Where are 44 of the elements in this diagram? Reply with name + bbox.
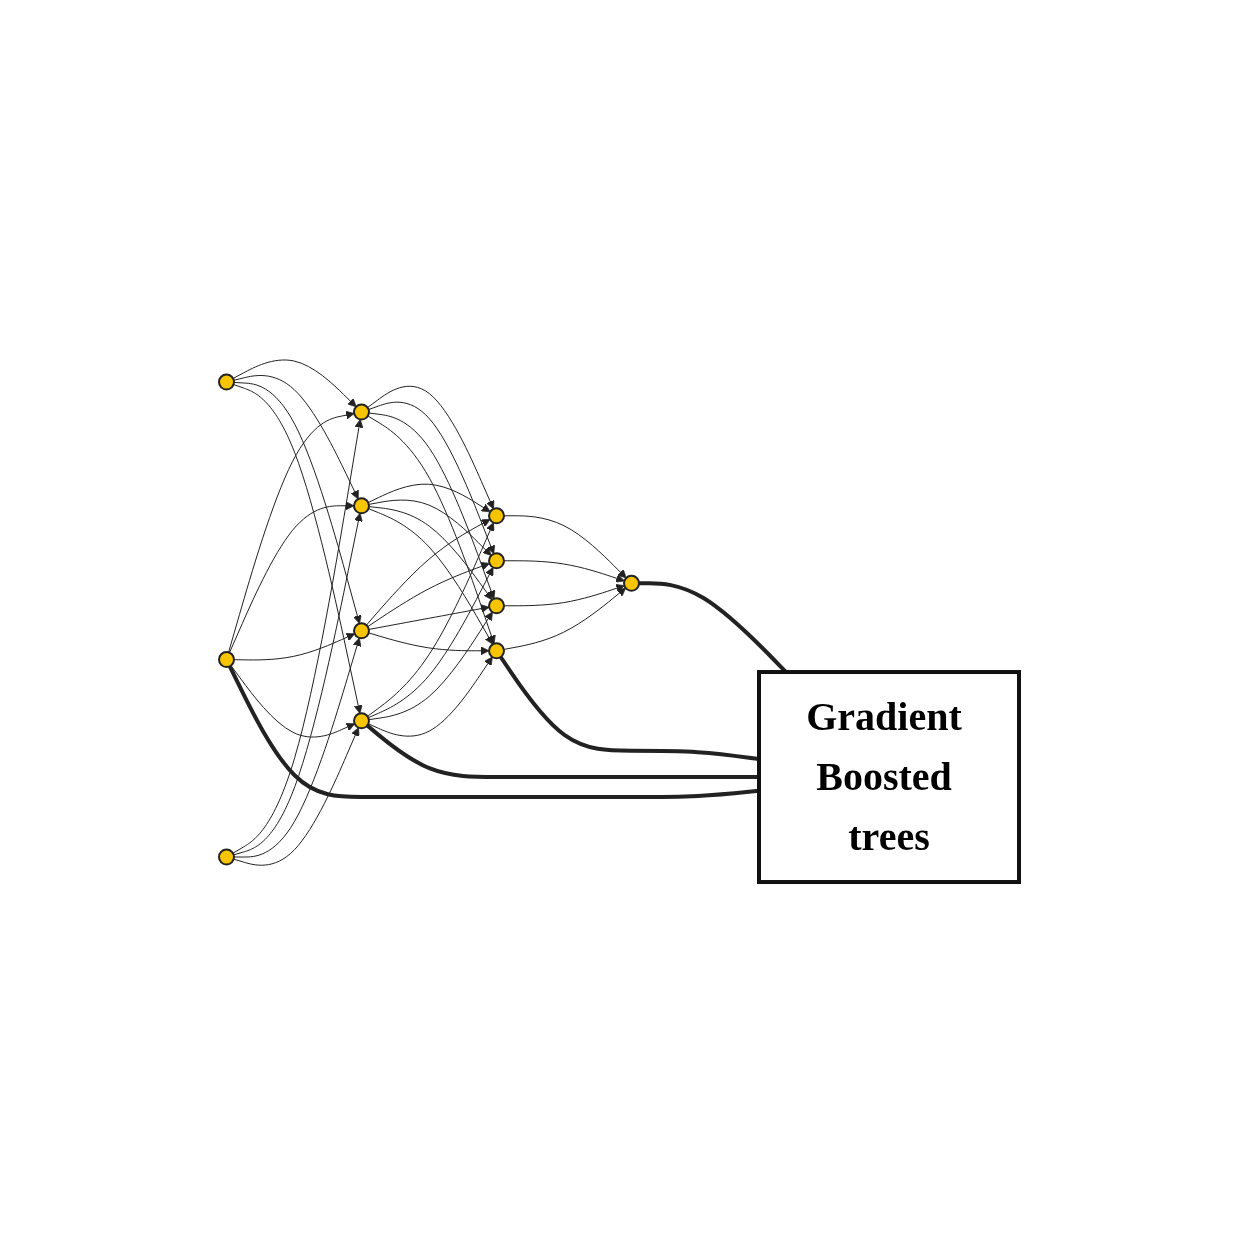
node-circle xyxy=(217,848,235,866)
arrow xyxy=(367,506,492,601)
node-circle xyxy=(352,403,370,421)
arrow xyxy=(502,587,626,650)
arrow xyxy=(366,385,494,510)
arrow xyxy=(232,359,357,408)
node-circle xyxy=(622,574,640,592)
arrow xyxy=(233,381,362,624)
arrow xyxy=(232,375,359,500)
arrow xyxy=(232,727,359,866)
arrow xyxy=(367,499,492,556)
arrow xyxy=(503,560,625,583)
arrow xyxy=(366,415,496,645)
arrow xyxy=(503,584,625,607)
arrow xyxy=(367,412,495,600)
arrow xyxy=(232,512,363,856)
arrow xyxy=(367,632,489,656)
arrow xyxy=(367,604,490,630)
node-circle xyxy=(217,373,235,391)
node-circle xyxy=(352,622,370,640)
node-circle xyxy=(487,597,505,615)
arrow xyxy=(367,401,495,555)
arrow xyxy=(503,515,627,579)
arrow xyxy=(367,508,493,645)
arrow xyxy=(366,522,494,717)
arrow xyxy=(227,410,355,653)
node-circle xyxy=(487,507,505,525)
node-circle xyxy=(487,642,505,660)
arrow xyxy=(228,501,354,654)
arrow xyxy=(233,633,355,661)
node-circle xyxy=(487,552,505,570)
arrow xyxy=(233,637,361,858)
arrow xyxy=(367,611,493,721)
arrow xyxy=(367,656,493,737)
arrow xyxy=(367,567,493,719)
arrow xyxy=(367,483,491,513)
arrow xyxy=(232,384,363,714)
node-box: Gradient Boosted trees xyxy=(756,670,1021,885)
node-circle xyxy=(352,497,370,515)
arrow xyxy=(366,562,490,628)
arrow xyxy=(365,519,490,626)
node-circle xyxy=(352,712,370,730)
arrow xyxy=(231,419,363,854)
node-circle xyxy=(217,651,235,669)
